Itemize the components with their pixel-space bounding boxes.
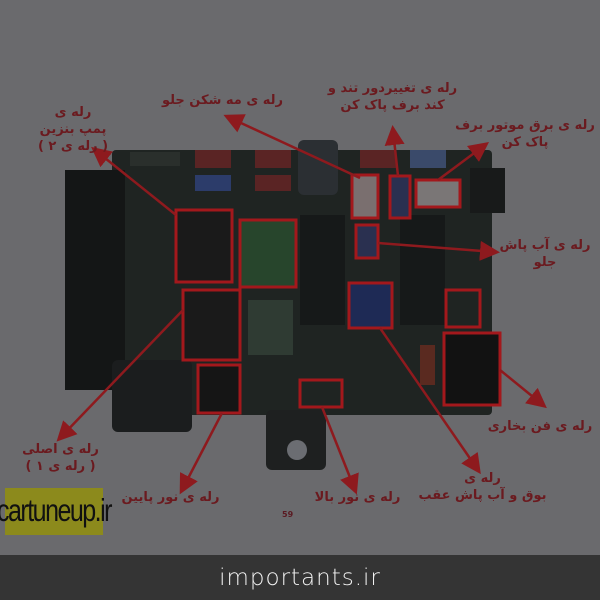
wiper-motor-box xyxy=(414,178,462,209)
arrow-main xyxy=(56,309,184,442)
arrow-front-fog xyxy=(223,114,361,180)
label-main-relay: رله ی اصلی( رله ی ۱ ) xyxy=(22,442,99,474)
wiper-speed-box-a xyxy=(350,173,380,220)
page-number: 59 xyxy=(282,510,294,519)
fuse-box-photo xyxy=(56,114,547,495)
logo: cartuneup.ir xyxy=(0,488,113,535)
relay-2-box xyxy=(174,208,234,284)
horn-rear-washer-box xyxy=(347,281,394,330)
label-high-beam-relay: رله ی نور بالا xyxy=(314,490,401,505)
arrow-wiper-motor xyxy=(437,142,490,182)
arrow-low-beam xyxy=(179,412,224,495)
heater-fan-box xyxy=(442,331,502,407)
high-beam-box xyxy=(298,378,344,409)
footer-site-name[interactable]: importants.ir xyxy=(219,564,381,591)
arrow-horn xyxy=(378,327,481,475)
arrow-wiper-speed xyxy=(384,125,405,177)
wiper-speed-box-b xyxy=(388,174,412,220)
arrow-front-washer xyxy=(377,240,500,261)
arrow-fuel-pump xyxy=(91,146,177,216)
front-washer-box xyxy=(354,223,380,260)
arrow-high-beam xyxy=(320,406,359,495)
label-heater-fan-relay: رله ی فن بخاری xyxy=(487,419,593,434)
label-low-beam-relay: رله ی نور پایین xyxy=(121,490,220,505)
low-beam-box xyxy=(196,363,242,415)
arrow-heater-fan xyxy=(499,369,547,409)
relay-1-box xyxy=(181,288,242,362)
footer-watermark-bar: importants.ir xyxy=(0,555,600,600)
fan-small-box xyxy=(444,288,482,329)
label-front-fog-relay: رله ی مه شکن جلو xyxy=(161,93,284,108)
front-fog-box xyxy=(238,218,298,289)
logo-text: cartuneup.ir xyxy=(0,493,113,529)
